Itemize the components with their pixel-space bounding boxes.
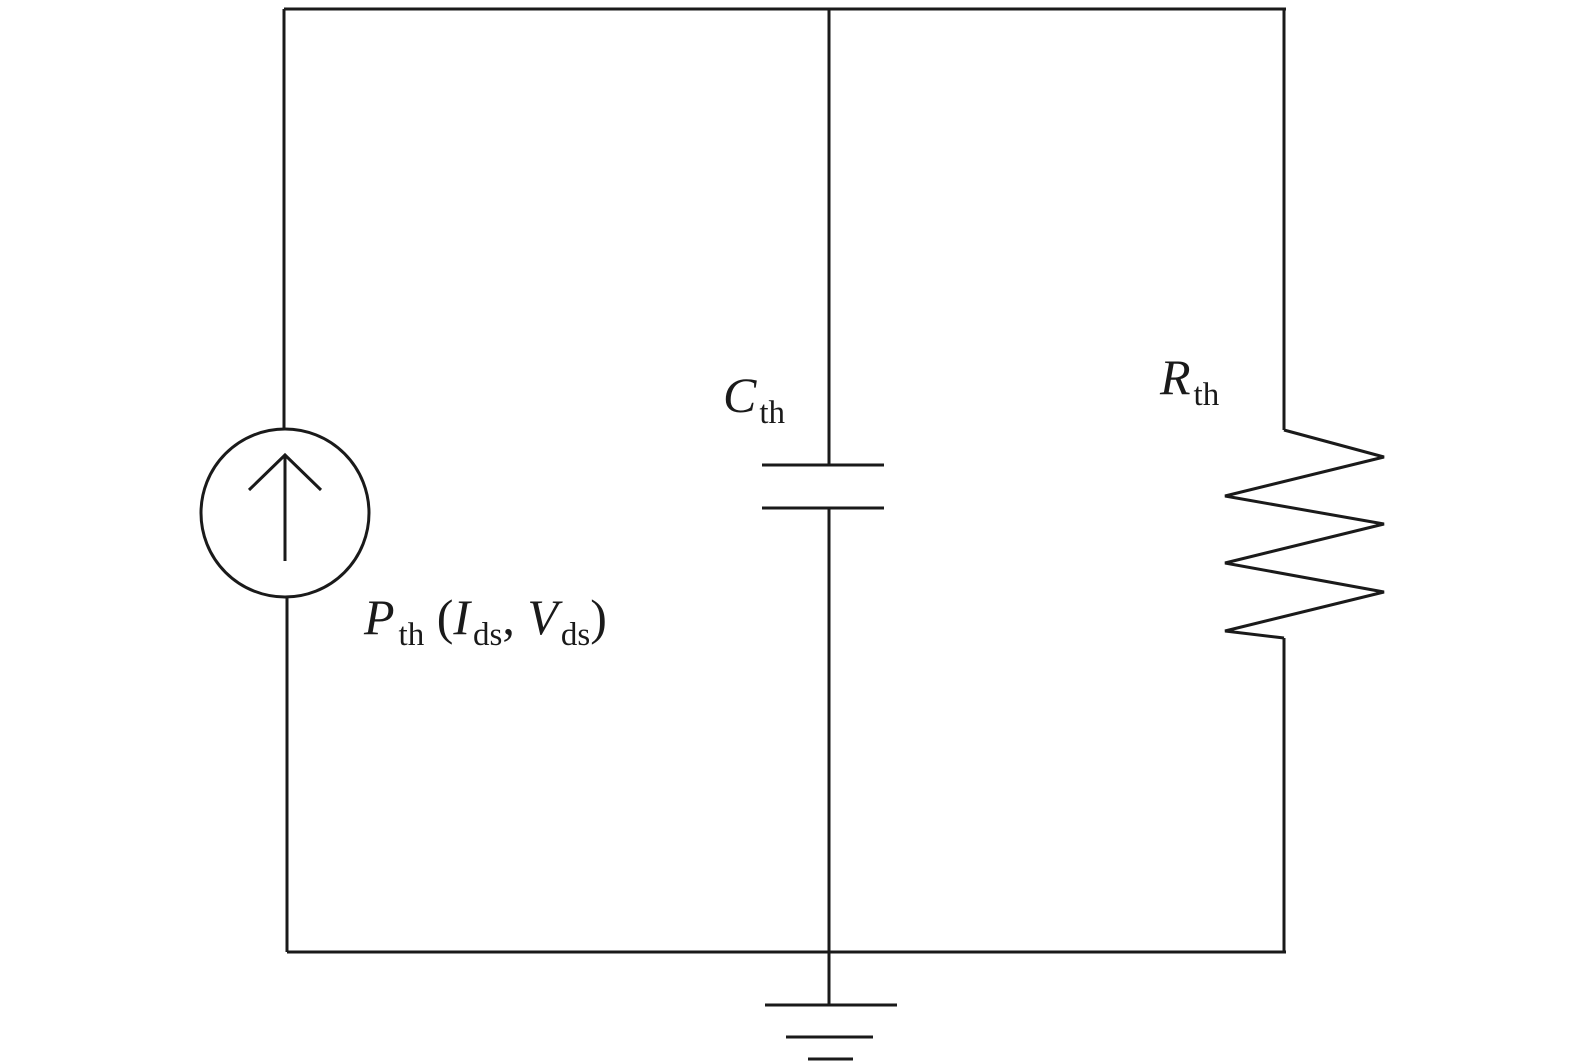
wires — [282, 7, 1286, 1005]
capacitor-label: Cth — [723, 367, 786, 431]
arrow-up-icon — [247, 452, 323, 561]
resistor-label: Rth — [1159, 349, 1220, 413]
resistor — [1224, 428, 1385, 640]
ground-icon — [765, 1003, 897, 1061]
resistor-zigzag — [1224, 428, 1385, 640]
capacitor — [762, 463, 884, 510]
current-source-circle — [199, 427, 371, 599]
current-source — [199, 427, 371, 599]
